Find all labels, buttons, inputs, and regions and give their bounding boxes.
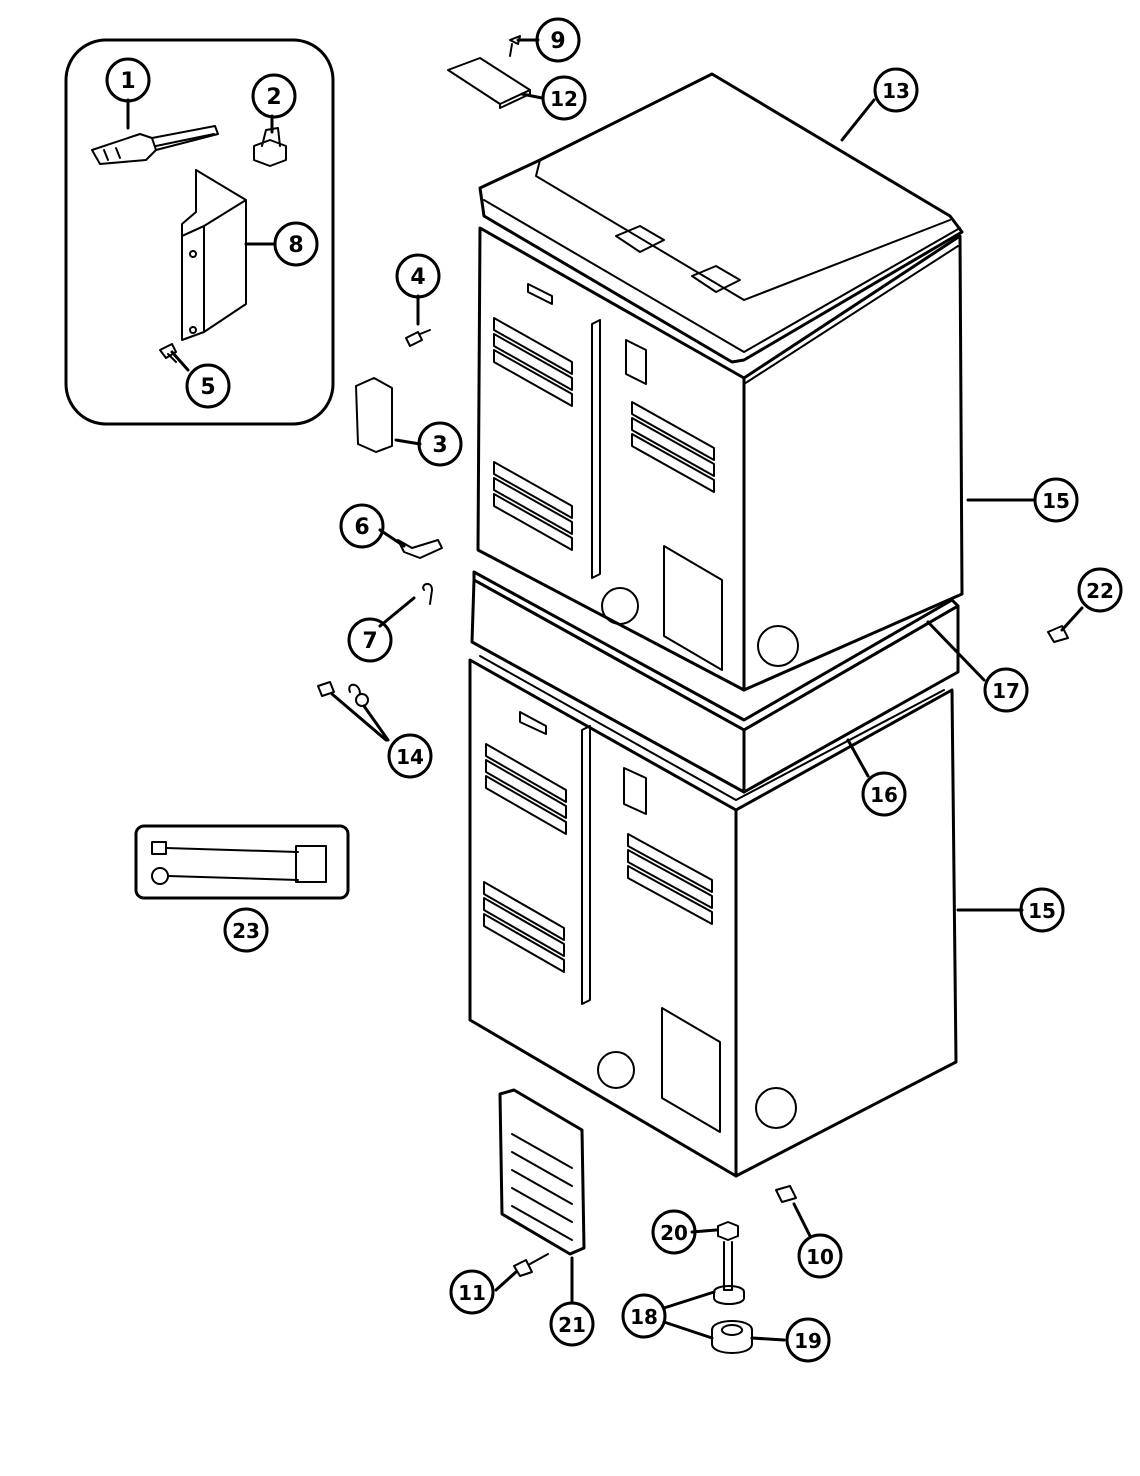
callout-20: 20 (651, 1209, 697, 1255)
bracket-part (181, 169, 247, 341)
callout-17: 17 (983, 667, 1029, 713)
callout-22: 22 (1077, 567, 1123, 613)
callout-19: 19 (785, 1317, 831, 1363)
callout-11: 11 (449, 1269, 495, 1315)
callout-21: 21 (549, 1301, 595, 1347)
stacking-frame (470, 570, 960, 794)
top-panel (478, 72, 964, 364)
callout-13: 13 (873, 67, 919, 113)
svg-text:8: 8 (288, 233, 303, 258)
wire-harness-box (134, 824, 350, 900)
small-parts (317, 329, 1069, 1354)
svg-text:21: 21 (558, 1313, 586, 1337)
screw-part-5 (159, 343, 177, 363)
svg-text:13: 13 (882, 79, 910, 103)
svg-text:11: 11 (458, 1281, 486, 1305)
callout-3: 3 (417, 421, 463, 467)
cover-plate-part (447, 35, 531, 109)
lower-louvers (483, 743, 713, 973)
svg-text:19: 19 (794, 1329, 822, 1353)
upper-louvers (493, 317, 715, 551)
svg-text:23: 23 (232, 919, 260, 943)
callout-2: 2 (251, 73, 297, 119)
callout-1: 1 (105, 57, 151, 103)
svg-text:6: 6 (354, 515, 369, 540)
svg-text:15: 15 (1028, 899, 1056, 923)
callout-6: 6 (339, 503, 385, 549)
inset-kit-box (64, 38, 335, 426)
callout-9: 9 (535, 17, 581, 63)
svg-text:10: 10 (806, 1245, 834, 1269)
svg-text:2: 2 (266, 85, 281, 110)
callouts: 1 2 3 4 5 6 7 8 9 10 11 12 13 14 15 15 1… (105, 17, 1123, 1363)
callout-4: 4 (395, 253, 441, 299)
svg-text:16: 16 (870, 783, 898, 807)
svg-text:7: 7 (362, 629, 377, 654)
leader-lines (126, 38, 1084, 1342)
svg-text:15: 15 (1042, 489, 1070, 513)
svg-text:4: 4 (410, 265, 425, 290)
grommet-part (253, 127, 287, 167)
upper-cabinet (476, 226, 964, 692)
callout-10: 10 (797, 1233, 843, 1279)
callout-23: 23 (223, 907, 269, 953)
callout-12: 12 (541, 75, 587, 121)
svg-text:9: 9 (550, 29, 565, 54)
lower-cabinet (468, 655, 958, 1178)
power-plug-part (91, 125, 219, 165)
callout-15-lower: 15 (1019, 887, 1065, 933)
svg-text:14: 14 (396, 745, 424, 769)
svg-text:17: 17 (992, 679, 1020, 703)
callout-15-upper: 15 (1033, 477, 1079, 523)
callout-5: 5 (185, 363, 231, 409)
svg-text:12: 12 (550, 87, 578, 111)
callout-7: 7 (347, 617, 393, 663)
callout-16: 16 (861, 771, 907, 817)
svg-text:18: 18 (630, 1305, 658, 1329)
svg-text:1: 1 (120, 69, 135, 94)
svg-text:5: 5 (200, 375, 215, 400)
callout-8: 8 (273, 221, 319, 267)
svg-text:20: 20 (660, 1221, 688, 1245)
callout-14: 14 (387, 733, 433, 779)
svg-text:22: 22 (1086, 579, 1114, 603)
svg-text:3: 3 (432, 433, 447, 458)
callout-18: 18 (621, 1293, 667, 1339)
